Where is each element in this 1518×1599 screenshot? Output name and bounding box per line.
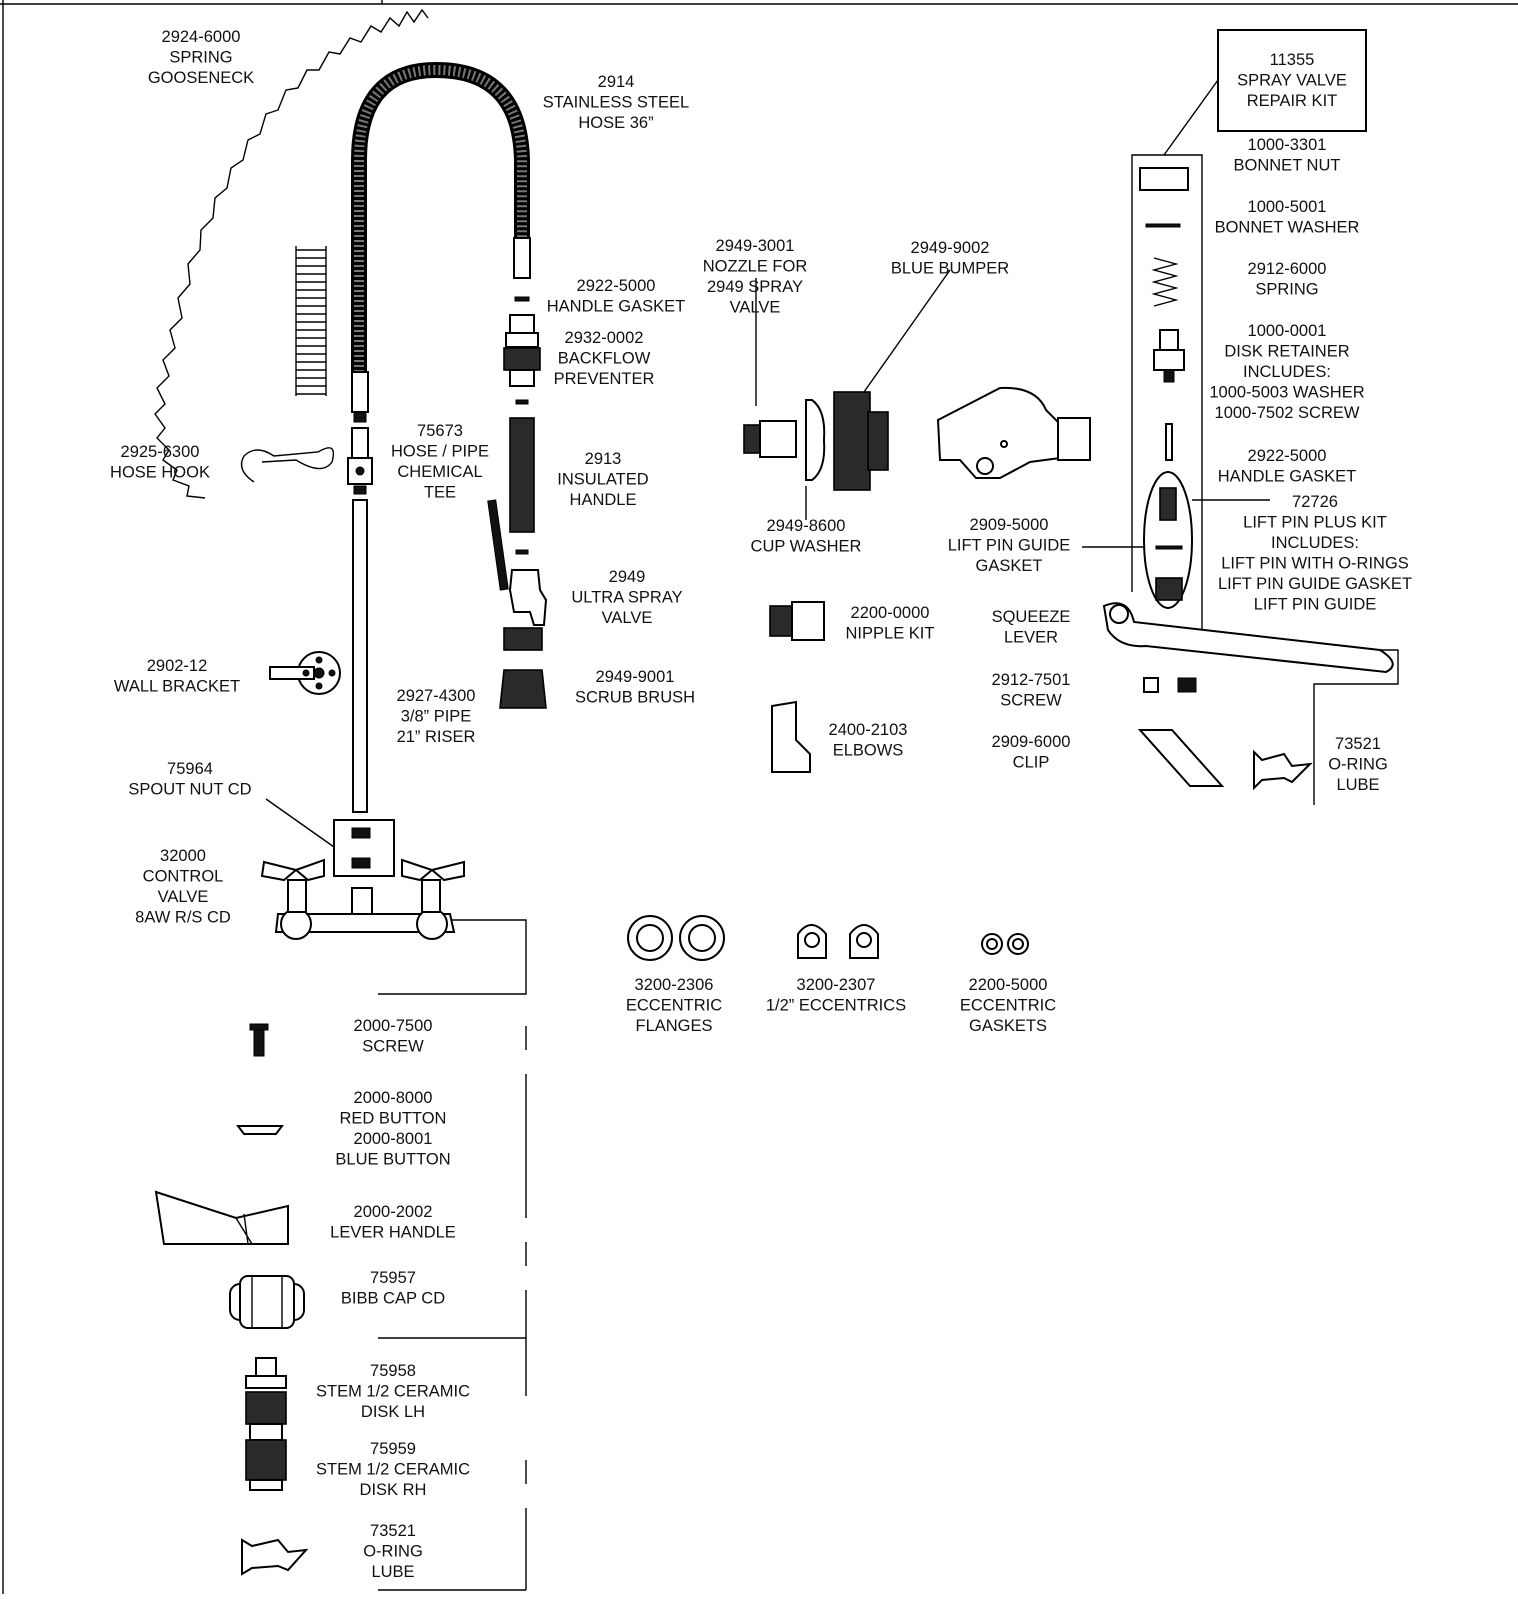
oring-lube-right-part [1253,749,1313,791]
cup-washer-part [805,399,826,481]
bonnet-washer-part [1145,223,1181,228]
spring-part [1151,257,1179,307]
elbows-part [771,700,811,773]
nozzle-part [743,424,761,454]
control-valve-part [260,858,465,940]
lever-handle-part [154,1190,289,1245]
backflow-preventer-part [503,314,541,387]
oring-lube-left-part [241,1538,309,1576]
squeeze-lever-part [1102,602,1394,674]
wall-bracket-part [269,651,341,695]
bonnet-nut-part [1139,167,1189,191]
valve-subparts-bracket [378,1026,527,1591]
clip-part [1137,729,1225,787]
chemical-tee-part [347,427,373,495]
spray-column-parts [487,296,548,709]
screw-2912-part [1143,677,1159,693]
ultra-spray-valve-part [487,499,548,651]
blue-bumper-part [833,269,951,491]
button-part [236,1125,284,1135]
pipe-riser-part [352,499,368,813]
screw-2000-part [249,1023,269,1057]
hose-end-fitting [513,237,531,279]
stem-part [245,1357,287,1491]
insulated-handle-part [509,417,535,533]
nipple-kit-part [769,601,825,641]
stainless-hose-part [351,61,531,423]
disk-retainer-part [1153,329,1185,383]
spring-gooseneck-part [154,8,429,499]
hose-end-fitting-lower [351,371,369,413]
hose-hook-part [240,447,335,483]
handle-gasket-part [514,296,530,302]
bibb-cap-part [229,1275,305,1329]
scrub-brush-part [499,669,547,709]
spray-valve-body-part [936,386,1062,479]
lift-pin-kit-outline [1143,471,1193,609]
lift-pin-part [1165,423,1173,461]
